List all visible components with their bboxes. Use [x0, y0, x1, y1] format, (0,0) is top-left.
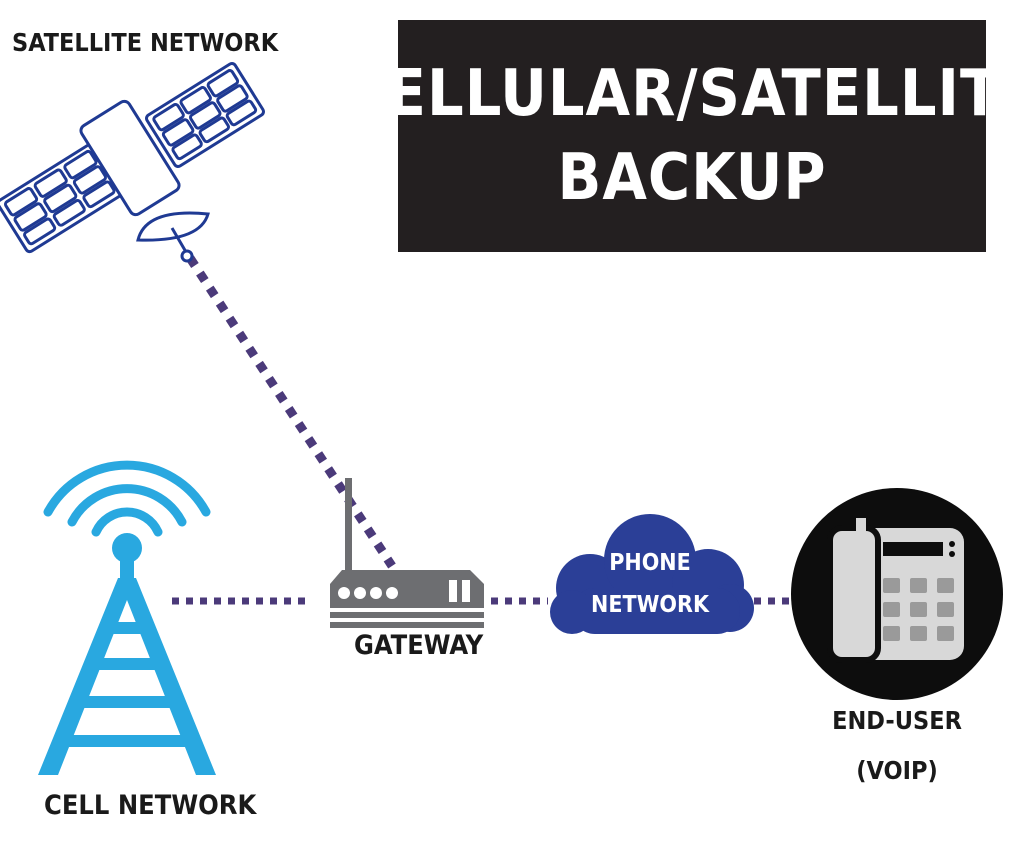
cloud-icon — [550, 514, 754, 634]
title-line-1: CELLULAR/SATELLITE — [343, 57, 1014, 131]
cell-tower-icon — [38, 460, 216, 775]
satellite-network-label: SATELLITE NETWORK — [12, 28, 279, 57]
end-user-label-line-1: END-USER — [832, 706, 962, 735]
phone-network-label-line-2: NETWORK — [591, 592, 709, 618]
phone-network-label-line-1: PHONE — [609, 550, 691, 576]
satellite-gateway-link — [186, 255, 396, 569]
title-line-2: BACKUP — [557, 141, 827, 215]
desk-phone-icon — [791, 488, 1003, 700]
title-box: CELLULAR/SATELLITE BACKUP — [343, 20, 1014, 252]
router-icon — [330, 478, 484, 628]
end-user-label-line-2: (VOIP) — [856, 756, 938, 785]
gateway-label: GATEWAY — [354, 630, 484, 661]
cell-network-label: CELL NETWORK — [44, 790, 257, 821]
satellite-icon — [0, 62, 265, 263]
